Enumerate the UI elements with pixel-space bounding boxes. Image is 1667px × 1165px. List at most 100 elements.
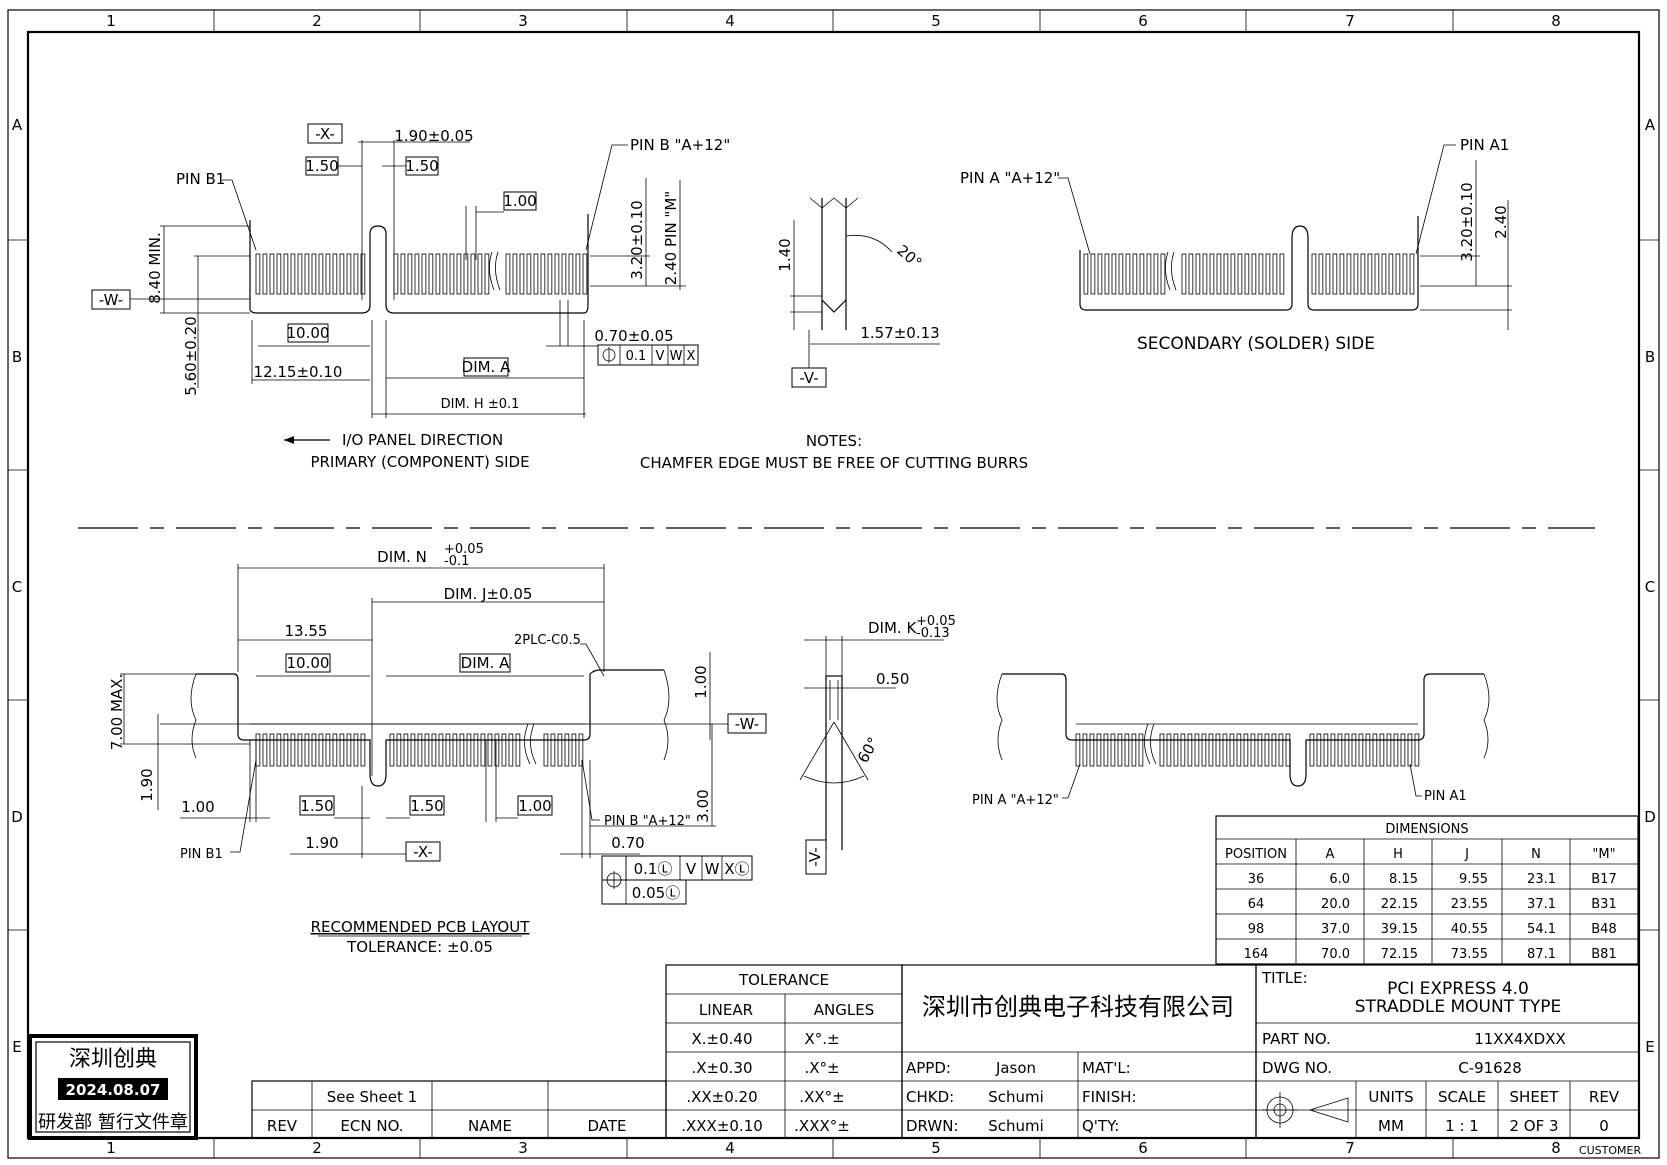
dim-cell: 23.55 [1451, 897, 1488, 912]
pcb-pin-b-label: PIN B "A+12" [604, 814, 691, 829]
contact-pin [1374, 253, 1380, 295]
contact-pin [262, 253, 268, 295]
stamp-name: 深圳创典 [69, 1047, 157, 1072]
contact-pin [1272, 253, 1278, 295]
contact-pin [353, 253, 359, 295]
dim-2-40-pin-m: 2.40 PIN "M" [662, 191, 680, 285]
zone-row-label: D [1644, 808, 1656, 826]
contact-pin [543, 733, 549, 767]
contact-pin [428, 253, 434, 295]
dim-header-position: POSITION [1225, 847, 1287, 862]
contact-pin [449, 253, 455, 295]
dimensions-title: DIMENSIONS [1385, 822, 1468, 837]
name-header: NAME [468, 1117, 512, 1135]
contact-pin [487, 733, 493, 767]
contact-pin [1208, 733, 1214, 767]
pcb-side-view: 60° DIM. K +0.05 -0.13 0.50 -V- [799, 614, 956, 875]
zone-col-label: 6 [1138, 12, 1148, 30]
scale-label: SCALE [1438, 1088, 1486, 1106]
zone-row-label: B [12, 348, 22, 366]
title-line-1: PCI EXPRESS 4.0 [1387, 979, 1529, 999]
pin-b-label: PIN B "A+12" [630, 136, 730, 154]
dim-1-40: 1.40 [776, 238, 794, 271]
contact-pin [445, 733, 451, 767]
dim-cell: 39.15 [1381, 922, 1418, 937]
contact-pin [332, 733, 338, 767]
secondary-pin-a1-label: PIN A1 [1460, 136, 1509, 154]
contact-pin [1346, 253, 1352, 295]
date-header: DATE [587, 1117, 626, 1135]
contact-pin [1230, 253, 1236, 295]
contact-pin [269, 733, 275, 767]
appd-label: APPD: [906, 1059, 951, 1077]
contact-pin [1201, 733, 1207, 767]
contact-pin [1117, 733, 1123, 767]
contact-pin [1202, 253, 1208, 295]
zone-col-label: 5 [931, 1139, 941, 1157]
contact-pin [1096, 733, 1102, 767]
contact-pin [582, 253, 588, 295]
contact-pin [276, 253, 282, 295]
pcb-secondary-view: PIN A "A+12" PIN A1 [972, 673, 1490, 808]
contact-pin [410, 733, 416, 767]
contact-pin [1159, 733, 1165, 767]
contact-pin [571, 733, 577, 767]
contact-pin [480, 733, 486, 767]
pcb-dim-k-tol-dn: -0.13 [916, 626, 950, 641]
zone-col-label: 8 [1551, 12, 1561, 30]
contact-pin [1258, 253, 1264, 295]
contact-pin [400, 253, 406, 295]
pcb-dim-1-00-right: 1.00 [692, 665, 710, 698]
sheet-label: SHEET [1510, 1088, 1560, 1106]
contact-pin [1111, 253, 1117, 295]
contact-pin [1138, 733, 1144, 767]
contact-pin [1250, 733, 1256, 767]
dim-cell: 6.0 [1329, 872, 1350, 887]
contact-pin [1209, 253, 1215, 295]
rev-label: REV [1589, 1088, 1620, 1106]
pcb-dim-1-90-h: 1.90 [305, 834, 338, 852]
dim-3-20: 3.20±0.10 [628, 200, 646, 279]
contact-pin [1414, 733, 1420, 767]
dim-1-50-b: 1.50 [405, 157, 438, 175]
contact-pin [1257, 733, 1263, 767]
dim-5-60: 5.60±0.20 [182, 316, 200, 395]
io-direction-label: I/O PANEL DIRECTION [342, 431, 503, 449]
contact-pin [1400, 733, 1406, 767]
dim-header-m: "M" [1592, 847, 1615, 862]
dim-0-70: 0.70±0.05 [594, 327, 673, 345]
datum-v-label: -V- [799, 369, 818, 387]
zone-row-label: D [11, 808, 23, 826]
fcf-datum-x: X [687, 349, 696, 364]
contact-pin [554, 253, 560, 295]
dim-cell: 72.15 [1381, 947, 1418, 962]
company-name: 深圳市创典电子科技有限公司 [922, 993, 1234, 1021]
contact-pin [466, 733, 472, 767]
contact-pin [389, 733, 395, 767]
dim-cell: B17 [1591, 872, 1616, 887]
contact-pin [494, 733, 500, 767]
contact-pin [477, 253, 483, 295]
contact-pin [1173, 733, 1179, 767]
dim-cell: 36 [1248, 872, 1265, 887]
pcb-dim-j: DIM. J±0.05 [444, 585, 533, 603]
contact-pin [505, 253, 511, 295]
tol-linear: X.±0.40 [691, 1030, 752, 1048]
contact-pin [393, 253, 399, 295]
dim-cell: 37.0 [1321, 922, 1350, 937]
contact-pin [1285, 733, 1291, 767]
contact-pin [1379, 733, 1385, 767]
dim-cell: 98 [1248, 922, 1265, 937]
dim-cell: B48 [1591, 922, 1616, 937]
contact-pin [1344, 733, 1350, 767]
appd-value: Jason [995, 1059, 1036, 1077]
dim-1-57: 1.57±0.13 [860, 324, 939, 342]
rev-value: 0 [1599, 1117, 1609, 1135]
contact-pin [1358, 733, 1364, 767]
pcb-fcf1-datum-x: XⓁ [724, 860, 749, 878]
fcf-value: 0.1 [626, 349, 647, 364]
contact-pin [533, 253, 539, 295]
dim-cell: 73.55 [1451, 947, 1488, 962]
dim-1-00: 1.00 [503, 192, 536, 210]
contact-pin [1271, 733, 1277, 767]
